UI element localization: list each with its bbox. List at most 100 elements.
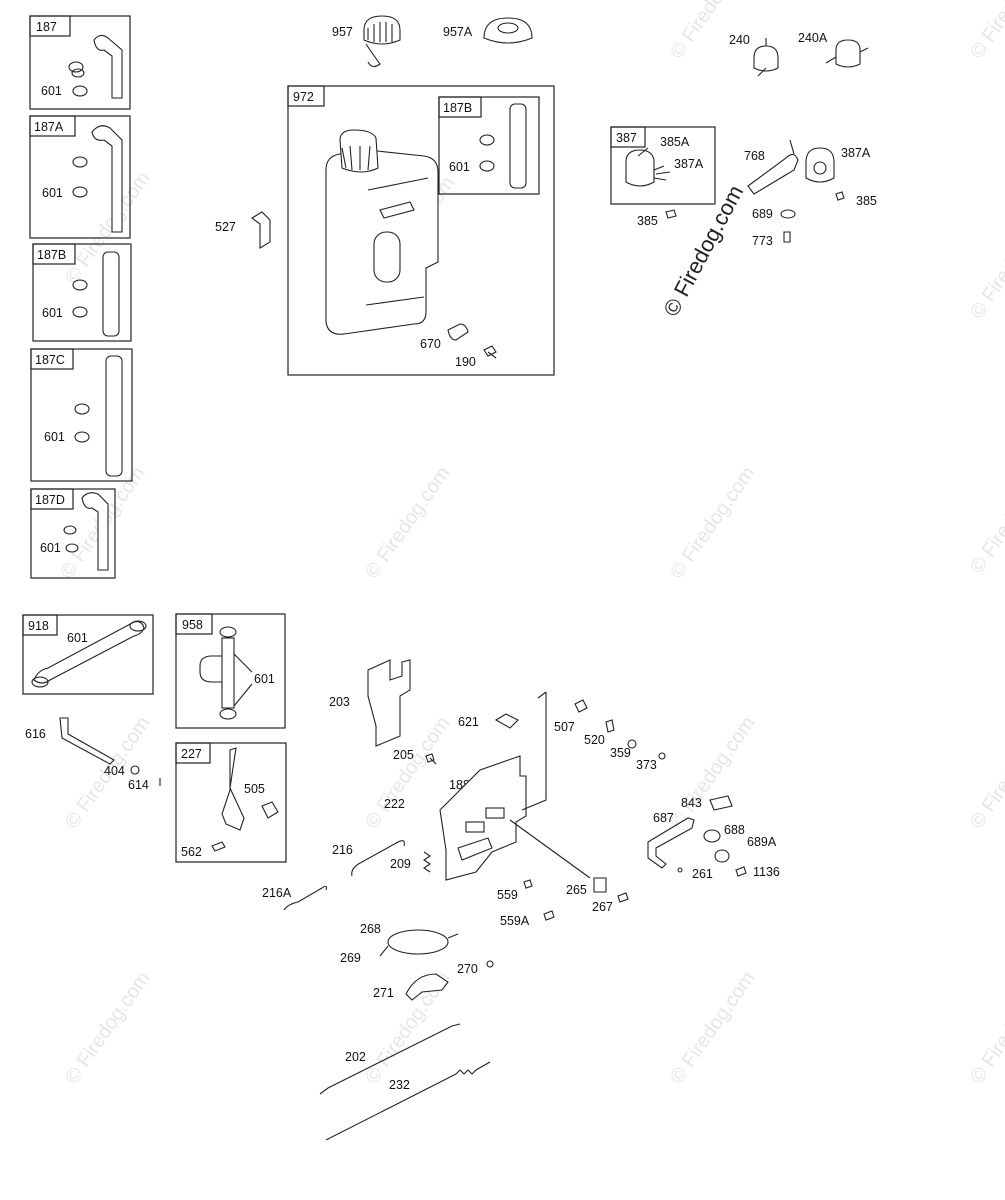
watermark: © Firedog.com — [966, 713, 1005, 833]
hose-clamp-icon — [74, 431, 90, 443]
part-number: 385A — [660, 135, 690, 149]
valve-kit-387: 387 385A 387A 385 — [610, 126, 716, 228]
hose-clamp-icon — [74, 403, 90, 415]
fuel-line-kit-918: 918 601 — [22, 614, 154, 695]
part-number: 621 — [458, 715, 479, 729]
watermark: © Firedog.com — [966, 203, 1005, 323]
fuel-cap-957: 957 — [332, 15, 401, 68]
hose-clamp-icon — [479, 134, 495, 146]
watermark-dark: © Firedog.com — [658, 181, 748, 320]
part-number: 614 — [128, 778, 149, 792]
part-number: 359 — [610, 746, 631, 760]
part-number: 601 — [67, 631, 88, 645]
part-number: 216A — [262, 886, 292, 900]
part-number: 687 — [653, 811, 674, 825]
watermark: © Firedog.com — [666, 713, 759, 833]
hose-clamp-icon — [68, 61, 88, 97]
lever-768: 768 — [744, 139, 799, 195]
lever-kit-227: 227 505 562 — [175, 742, 287, 863]
part-number: 202 — [345, 1050, 366, 1064]
kit-187c: 187C 601 — [30, 348, 133, 482]
part-number: 505 — [244, 782, 265, 796]
valve-kit-958: 958 601 — [175, 613, 286, 729]
watermark: © Firedog.com — [966, 0, 1005, 63]
box-label: 187B — [443, 101, 472, 115]
part-number: 216 — [332, 843, 353, 857]
part-number: 190 — [455, 355, 476, 369]
part-number: 601 — [449, 160, 470, 174]
part-number: 232 — [389, 1078, 410, 1092]
watermark: © Firedog.com — [61, 968, 154, 1088]
fuel-cap-957a: 957A — [443, 17, 533, 44]
part-number: 773 — [752, 234, 773, 248]
part-number: 385 — [856, 194, 877, 208]
fuel-filter-240a: 240A — [798, 31, 869, 68]
part-number: 768 — [744, 149, 765, 163]
box-label: 227 — [181, 747, 202, 761]
box-label: 187 — [36, 20, 57, 34]
box-label: 958 — [182, 618, 203, 632]
kit-187a: 187A 601 — [29, 115, 131, 239]
part-number: 269 — [340, 951, 361, 965]
part-number: 957A — [443, 25, 473, 39]
hose-clamp-icon — [72, 186, 88, 198]
part-number: 520 — [584, 733, 605, 747]
box-label: 187B — [37, 248, 66, 262]
part-number: 270 — [457, 962, 478, 976]
valve-387a: 387A 385 689 773 — [752, 146, 877, 248]
hose-clamp-icon — [72, 156, 88, 168]
part-number: 562 — [181, 845, 202, 859]
hose-clamp-icon — [63, 525, 77, 535]
part-number: 688 — [724, 823, 745, 837]
kit-187b-left: 187B 601 — [32, 243, 132, 342]
box-label: 187C — [35, 353, 65, 367]
watermark: © Firedog.com — [666, 968, 759, 1088]
part-number: 601 — [42, 186, 63, 200]
box-label: 918 — [28, 619, 49, 633]
kit-187: 187 601 — [29, 15, 131, 110]
control-assembly: 203 621 205 188 222 507 520 359 373 216 … — [262, 659, 780, 1141]
fuel-tank-kit-972: 972 187B 601 670 190 — [287, 85, 555, 376]
part-number: 559 — [497, 888, 518, 902]
part-number: 385 — [637, 214, 658, 228]
part-number: 559A — [500, 914, 530, 928]
hose-clamp-icon — [72, 306, 88, 318]
part-number: 601 — [40, 541, 61, 555]
part-number: 271 — [373, 986, 394, 1000]
part-number: 616 — [25, 727, 46, 741]
part-number: 209 — [390, 857, 411, 871]
part-number: 268 — [360, 922, 381, 936]
part-number: 387A — [674, 157, 704, 171]
part-number: 240 — [729, 33, 750, 47]
box-label: 972 — [293, 90, 314, 104]
watermark: © Firedog.com — [666, 463, 759, 583]
rod-616: 616 404 614 — [25, 717, 161, 792]
watermark: © Firedog.com — [361, 463, 454, 583]
part-number: 689A — [747, 835, 777, 849]
fuel-filter-240: 240 — [729, 33, 779, 77]
part-number: 267 — [592, 900, 613, 914]
part-number: 387A — [841, 146, 871, 160]
watermark: © Firedog.com — [966, 458, 1005, 578]
part-number: 527 — [215, 220, 236, 234]
part-number: 670 — [420, 337, 441, 351]
watermark-layer: © Firedog.com © Firedog.com © Firedog.co… — [56, 0, 1005, 1088]
hose-clamp-icon — [72, 279, 88, 291]
part-number: 689 — [752, 207, 773, 221]
hose-clamp-icon — [479, 160, 495, 172]
part-number: 240A — [798, 31, 828, 45]
hose-clamp-icon — [65, 543, 79, 553]
part-number: 601 — [254, 672, 275, 686]
part-number: 373 — [636, 758, 657, 772]
part-number: 1136 — [753, 865, 780, 879]
part-number: 265 — [566, 883, 587, 897]
box-label: 187D — [35, 493, 65, 507]
part-number: 507 — [554, 720, 575, 734]
part-number: 205 — [393, 748, 414, 762]
part-number: 222 — [384, 797, 405, 811]
part-number: 404 — [104, 764, 125, 778]
part-number: 203 — [329, 695, 350, 709]
part-number: 601 — [41, 84, 62, 98]
box-label: 387 — [616, 131, 637, 145]
